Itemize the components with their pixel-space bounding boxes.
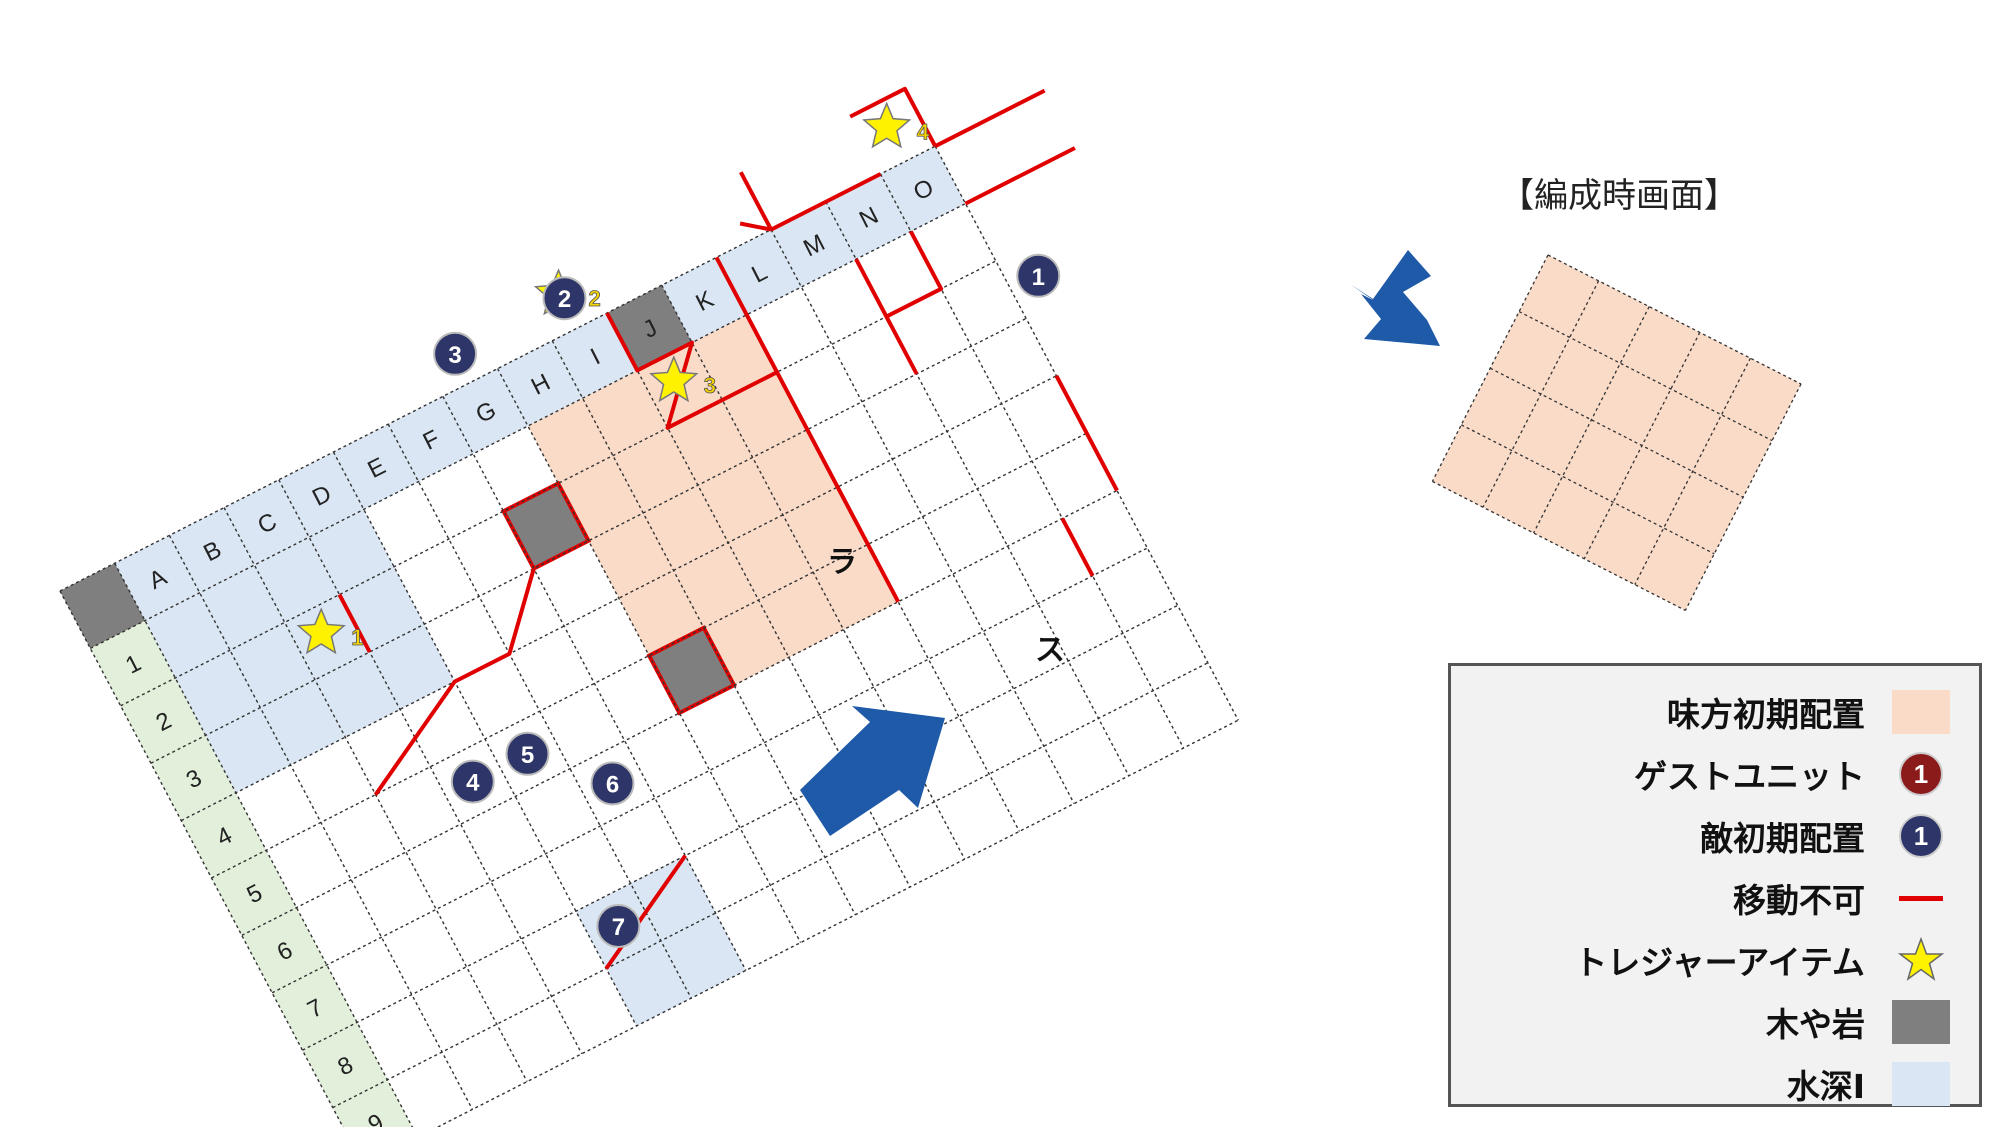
impassable-wall xyxy=(1054,374,1119,492)
enemy-unit-icon xyxy=(505,731,550,776)
ally-area-swatch xyxy=(1892,690,1950,734)
enemy-unit-icon xyxy=(596,904,641,948)
grid-line xyxy=(271,547,1148,994)
row-header-strip xyxy=(90,620,413,1127)
legend-guest-unit: ゲストユニット 1 xyxy=(1634,748,1951,800)
formation-screen-title: 【編成時画面】 xyxy=(1500,176,1738,216)
grid-line xyxy=(150,317,1027,764)
ally-start-area xyxy=(527,314,899,713)
impassable-wall xyxy=(934,88,1046,148)
enemy-unit-icon: 1 xyxy=(1899,814,1943,858)
impassable-wall xyxy=(885,230,944,319)
treasure-star-icon xyxy=(862,101,912,149)
star-icon xyxy=(1897,936,1945,981)
impassable-wall xyxy=(604,854,687,970)
impassable-wall xyxy=(337,593,372,653)
grid-line xyxy=(89,202,966,650)
legend-panel: 味方初期配置 ゲストユニット 1 敵初期配置 1 移動不可 トレジャーアイテム xyxy=(1448,663,1982,1107)
legend-label: 味方初期配置 xyxy=(1667,695,1865,734)
impassable-wall xyxy=(770,172,882,232)
treasure-star-icon xyxy=(296,607,346,655)
formation-grid-line xyxy=(1547,254,1802,385)
legend-deep-water: 水深I xyxy=(1787,1058,1951,1110)
impassable-wall xyxy=(373,568,536,796)
deep-water-area xyxy=(630,855,716,941)
impassable-wall xyxy=(964,146,1076,206)
enemy-unit-icon xyxy=(450,759,495,804)
legend-label: 木や岩 xyxy=(1766,1005,1865,1044)
enemy-unit-number: 1 xyxy=(1032,264,1045,291)
legend-label: トレジャーアイテム xyxy=(1574,943,1865,982)
formation-grid-line xyxy=(1461,424,1715,555)
legend-enemy-start: 敵初期配置 1 xyxy=(1700,810,1951,862)
enter-arrow-icon xyxy=(1350,250,1440,346)
legend-treasure: トレジャーアイテム xyxy=(1574,934,1951,986)
guest-icon-number: 1 xyxy=(1914,759,1928,789)
grid-line xyxy=(278,479,583,1055)
enemy-unit-icon xyxy=(590,761,635,806)
formation-grid-line xyxy=(1533,306,1650,534)
map-label-ra: ラ xyxy=(827,545,857,580)
impassable-wall xyxy=(1060,517,1095,577)
impassable-wall xyxy=(739,171,773,231)
grid-line xyxy=(120,260,997,707)
map-label-su: ス xyxy=(1035,633,1065,668)
impassable-wall xyxy=(739,221,772,232)
grid-line xyxy=(442,396,747,971)
formation-grid-line xyxy=(1634,357,1751,585)
legend-label: 移動不可 xyxy=(1733,881,1865,920)
formation-minimap xyxy=(1431,254,1802,611)
formation-grid-line xyxy=(1489,367,1744,498)
treasure-number: 4 xyxy=(917,119,930,144)
grid-line xyxy=(496,368,802,943)
enemy-icon-number: 1 xyxy=(1914,821,1928,851)
grid-line xyxy=(180,375,1057,822)
legend-tree-rock: 木や岩 xyxy=(1766,996,1951,1048)
treasure-number: 3 xyxy=(704,373,716,398)
enemy-unit-number: 3 xyxy=(448,342,461,369)
enemy-unit-number: 6 xyxy=(606,771,619,798)
grid-line xyxy=(332,662,1209,1109)
enemy-unit-number: 7 xyxy=(612,914,625,941)
treasure-number: 1 xyxy=(351,625,363,650)
legend-impassable: 移動不可 xyxy=(1733,872,1951,924)
impassable-line-swatch xyxy=(1899,895,1943,901)
treasure-number: 2 xyxy=(589,286,601,311)
grid-line xyxy=(770,229,1075,804)
enemy-unit-number: 4 xyxy=(466,770,480,797)
impassable-wall xyxy=(849,86,937,148)
water-swatch xyxy=(1892,1062,1950,1106)
enemy-unit-icon xyxy=(433,331,478,376)
column-header-strip xyxy=(114,146,966,621)
grid-line xyxy=(223,507,528,1082)
legend-label: ゲストユニット xyxy=(1634,757,1865,796)
legend-label: 敵初期配置 xyxy=(1700,819,1865,858)
rock-swatch xyxy=(1892,1000,1950,1044)
grid-line xyxy=(436,719,1239,1127)
deep-water-area xyxy=(145,537,400,793)
guest-unit-icon: 1 xyxy=(1899,752,1943,796)
grid-line xyxy=(211,432,1088,879)
formation-grid-line xyxy=(1518,311,1773,442)
formation-area xyxy=(1432,255,1801,611)
enemy-unit-number: 2 xyxy=(558,286,571,313)
grid-line xyxy=(302,604,1178,1051)
formation-grid-line xyxy=(1432,480,1686,611)
impassable-wall xyxy=(714,256,779,374)
legend-ally-start: 味方初期配置 xyxy=(1667,686,1951,738)
corner-rock xyxy=(60,563,145,649)
exit-arrow-icon xyxy=(800,706,945,836)
enemy-unit-number: 5 xyxy=(521,742,534,769)
grid-line xyxy=(241,489,1118,937)
legend-label: 水深I xyxy=(1786,1067,1865,1106)
enemy-unit-icon xyxy=(542,276,587,321)
arrows-group xyxy=(1350,250,1440,346)
treasure-star-icon xyxy=(649,355,699,403)
deep-water-area xyxy=(369,624,455,710)
enemy-unit-icon xyxy=(1016,253,1061,298)
